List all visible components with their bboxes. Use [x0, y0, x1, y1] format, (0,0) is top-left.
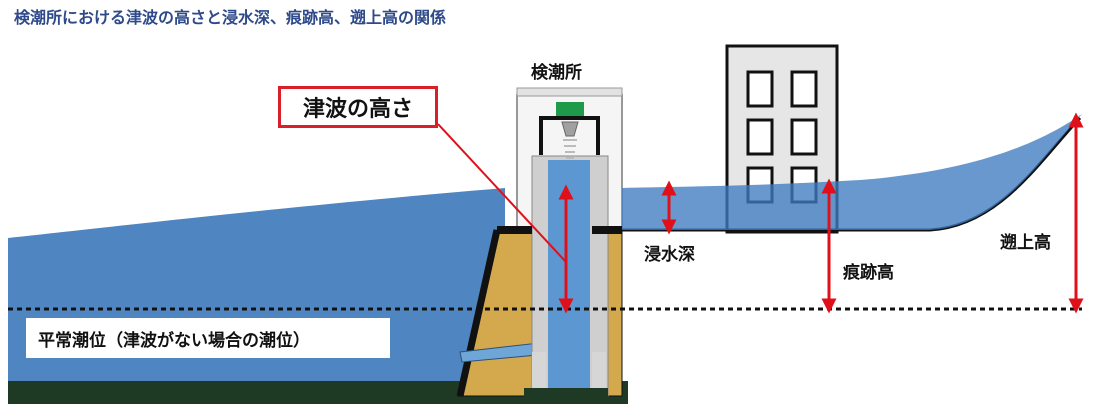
trace-height-label: 痕跡高: [843, 263, 894, 283]
runup-height-label: 遡上高: [1000, 233, 1051, 253]
tide-station-icon: [516, 87, 623, 398]
normal-tide-label: 平常潮位（津波がない場合の潮位）: [26, 318, 390, 358]
sensor-icon: [556, 102, 584, 116]
inland-ground: [622, 116, 1082, 232]
callout-connector: [437, 123, 567, 263]
embankment-edge: [456, 229, 501, 397]
inundation-depth-label: 浸水深: [644, 245, 695, 265]
page-title: 検潮所における津波の高さと浸水深、痕跡高、遡上高の関係: [14, 8, 447, 27]
tsunami-height-callout: 津波の高さ: [278, 86, 438, 128]
inundation-water: [622, 114, 1082, 230]
tide-station-label: 検潮所: [531, 63, 582, 83]
